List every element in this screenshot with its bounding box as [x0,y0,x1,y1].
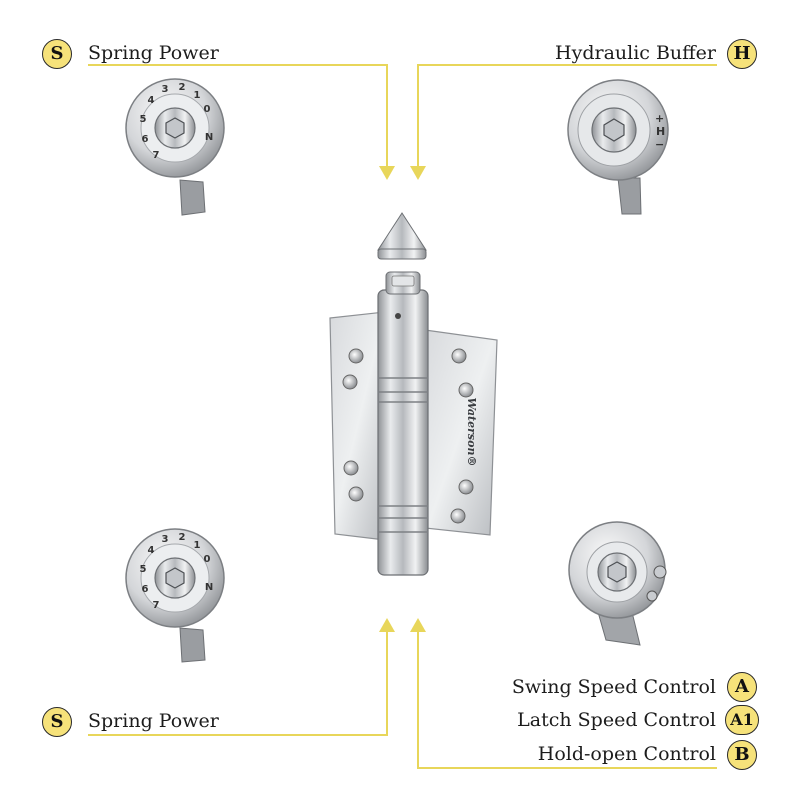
dial-top-2: 2 [179,82,186,93]
dial-bottom-5: 5 [140,564,147,575]
label-hold-open: Hold-open Control [537,743,716,765]
dial-bottom-2: 2 [179,532,186,543]
dial-top-n: N [205,132,213,143]
callout-arrowheads [379,166,426,632]
dial-top-0: 0 [204,104,211,115]
svg-text:−: − [655,138,664,151]
badge-latch-speed: A1 [725,705,759,735]
hydraulic-dial-icon: + H − [567,79,669,215]
line-spring-top [88,64,388,170]
hinge-body-icon [329,271,498,576]
dial-numerals: 0 1 2 3 4 5 6 7 N 0 1 2 3 4 5 6 7 N [140,82,214,611]
badge-spring-top: S [42,39,72,69]
line-hydraulic [417,64,717,170]
dial-bottom-7: 7 [153,600,160,611]
speed-control-dial-icon [568,521,667,646]
hinge-cap-icon [377,212,427,260]
brand-mark: Waterson® [465,398,478,467]
dial-bottom-3: 3 [162,534,169,545]
line-spring-bottom [88,628,388,736]
svg-text:+: + [655,112,664,125]
arrow-spring-bottom [379,618,395,632]
label-hydraulic: Hydraulic Buffer [555,42,716,64]
dial-top-6: 6 [142,134,149,145]
label-spring-top: Spring Power [88,42,219,64]
arrow-controls [410,618,426,632]
dial-bottom-n: N [205,582,213,593]
dial-top-7: 7 [153,150,160,161]
label-spring-bottom: Spring Power [88,710,219,732]
dial-top-4: 4 [148,95,155,106]
dial-bottom-1: 1 [194,540,201,551]
dial-top-3: 3 [162,84,169,95]
dial-bottom-0: 0 [204,554,211,565]
dial-bottom-4: 4 [148,545,155,556]
dial-top-1: 1 [194,90,201,101]
dial-bottom-6: 6 [142,584,149,595]
label-swing-speed: Swing Speed Control [511,676,716,698]
badge-swing-speed: A [727,672,757,702]
arrow-spring-top [379,166,395,180]
badge-hydraulic: H [727,39,757,69]
label-latch-speed: Latch Speed Control [517,709,716,731]
badge-hold-open: B [727,740,757,770]
line-controls [417,628,717,769]
badge-spring-bottom: S [42,707,72,737]
arrow-hydraulic [410,166,426,180]
callout-lines [88,64,717,769]
dial-top-5: 5 [140,114,147,125]
spring-dial-top-icon [125,78,225,216]
svg-text:H: H [656,125,665,138]
spring-dial-bottom-icon [125,528,225,663]
